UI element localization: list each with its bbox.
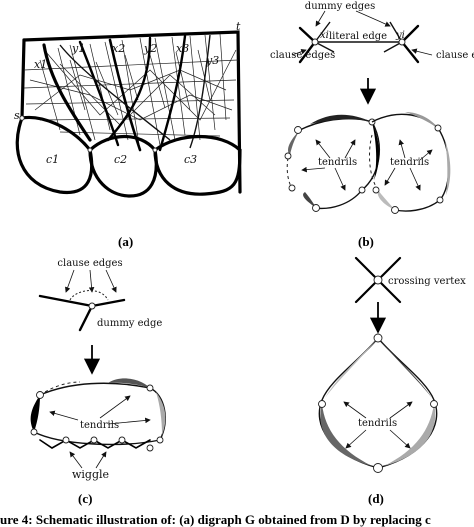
crossing-vertex-label: crossing vertex <box>388 276 466 287</box>
variable-y3-label: y3 <box>205 54 219 67</box>
panel-b: dummy edges xi yi literal edge clause ed… <box>270 1 474 249</box>
yi-label: yi <box>395 30 405 41</box>
variable-y2-label: y2 <box>143 42 157 55</box>
vertex-s-label: s <box>14 109 20 122</box>
variable-x1-label: x1 <box>34 58 47 71</box>
panel-b-right-gadget <box>369 112 451 214</box>
clause-edges-left-line1: clause edges <box>270 50 335 61</box>
panel-a-vertices <box>19 115 158 153</box>
dummy-edge-label: dummy edge <box>97 318 162 329</box>
clause-c1-label: c1 <box>46 153 59 166</box>
clause-c3 <box>153 134 242 196</box>
variable-x2-label: x2 <box>112 42 125 55</box>
panel-a-caption: (a) <box>118 234 133 249</box>
vertex-t-label: t <box>236 20 241 33</box>
panel-b-left-gadget <box>284 114 380 212</box>
tendrils-left-label: tendrils <box>318 157 357 168</box>
literal-edge-label: literal edge <box>329 31 387 42</box>
panel-a-mesh <box>23 33 239 151</box>
figure-caption: ure 4: Schematic illustration of: (a) di… <box>0 512 431 527</box>
xi-label: xi <box>320 30 329 41</box>
clause-edges-right-label: clause edges <box>436 50 474 61</box>
panel-a: s t x1 y1 x2 y2 x3 y3 c1 c2 c3 (a) <box>14 20 242 249</box>
panel-c: clause edges dummy edge <box>30 258 166 506</box>
clause-edges-label-c: clause edges <box>57 258 122 269</box>
panel-c-caption: (c) <box>78 491 92 506</box>
clause-c3-label: c3 <box>184 153 197 166</box>
panel-d: crossing vertex tendrils (d) <box>318 256 466 506</box>
variable-x3-label: x3 <box>176 42 189 55</box>
clause-c2 <box>88 135 158 198</box>
variable-y1-label: y1 <box>71 42 85 55</box>
tendrils-right-label: tendrils <box>390 157 429 168</box>
tendrils-label-c: tendrils <box>80 420 119 431</box>
tendrils-label-d: tendrils <box>358 418 397 429</box>
panel-d-gadget <box>318 333 438 473</box>
clause-edges-left-label: clause edges <box>270 50 335 61</box>
panel-c-gadget <box>30 378 166 452</box>
panel-b-caption: (b) <box>358 234 374 249</box>
clause-c2-label: c2 <box>114 153 127 166</box>
clause-c1 <box>15 115 94 195</box>
wiggle-label: wiggle <box>72 468 109 481</box>
dummy-edges-label: dummy edges <box>305 1 375 12</box>
panel-d-caption: (d) <box>368 491 384 506</box>
